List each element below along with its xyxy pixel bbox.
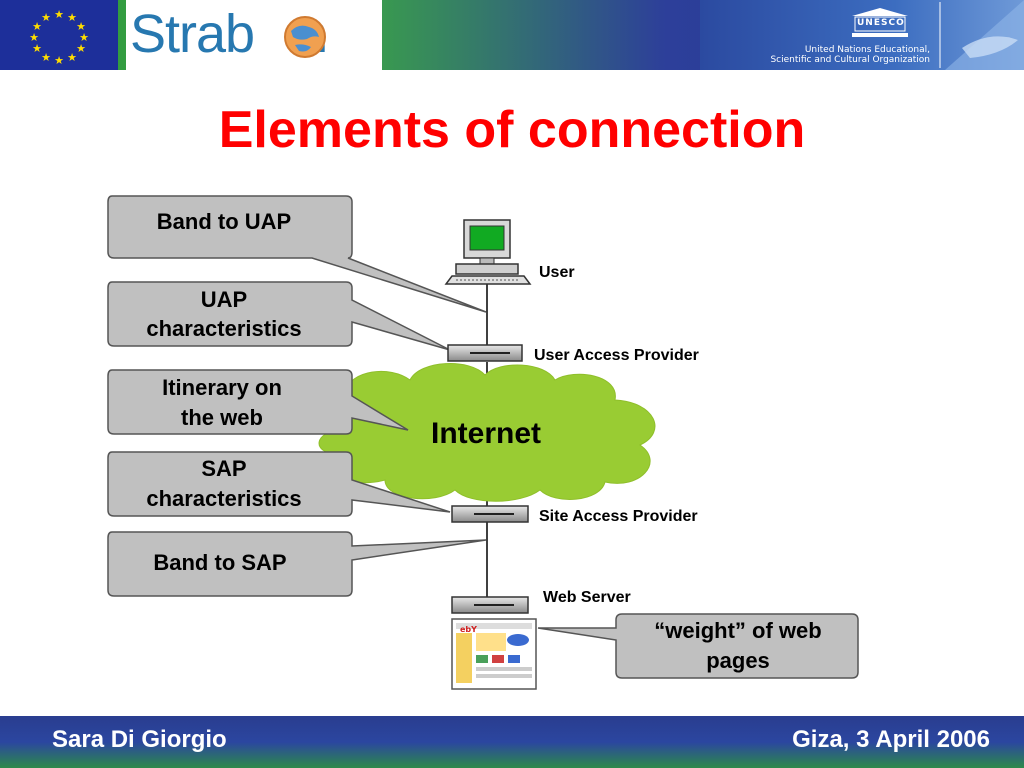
node-label-site-access-provider: Site Access Provider <box>539 508 698 525</box>
svg-text:★: ★ <box>41 51 51 64</box>
svg-text:★: ★ <box>54 54 64 67</box>
unesco-logo: UNESCO United Nations Educational, Scien… <box>700 0 1024 70</box>
unesco-temple-icon <box>852 0 1024 70</box>
svg-text:★: ★ <box>29 31 39 44</box>
svg-text:★: ★ <box>32 42 42 55</box>
callout-text-weight-line1: “weight” of web <box>654 618 821 643</box>
callout-text-itinerary-line2: the web <box>181 405 263 430</box>
web-server-icon <box>451 596 529 614</box>
callout-text-weight-line2: pages <box>706 648 770 673</box>
svg-text:★: ★ <box>76 42 86 55</box>
ebay-logo-text: ebY <box>460 625 477 634</box>
node-label-user-access-provider: User Access Provider <box>534 347 699 364</box>
node-label-user: User <box>539 264 575 281</box>
svg-text:★: ★ <box>76 20 86 33</box>
user-access-provider-server-icon <box>447 344 523 362</box>
callout-text-uap-line1: UAP <box>201 287 247 312</box>
callout-text-sap-line2: characteristics <box>146 486 301 511</box>
svg-text:★: ★ <box>67 11 77 24</box>
callout-text-band-to-uap: Band to UAP <box>157 209 291 234</box>
callout-itinerary <box>107 369 409 435</box>
node-label-internet: Internet <box>431 417 541 450</box>
unesco-caption: United Nations Educational, Scientific a… <box>770 45 930 65</box>
callout-text-band-to-sap: Band to SAP <box>153 550 286 575</box>
node-label-web-server: Web Server <box>543 589 631 606</box>
footer-place-date: Giza, 3 April 2006 <box>792 726 990 753</box>
callout-weight-of-web-pages <box>537 613 859 679</box>
unesco-caption-line2: Scientific and Cultural Organization <box>770 55 930 65</box>
footer-author: Sara Di Giorgio <box>52 726 227 753</box>
svg-text:★: ★ <box>79 31 89 44</box>
svg-text:★: ★ <box>41 11 51 24</box>
callout-sap-characteristics <box>107 451 451 517</box>
internet-cloud <box>318 363 656 502</box>
user-computer-icon <box>444 219 532 285</box>
eu-stars-icon: ★ ★ ★ ★ ★ ★ ★ ★ ★ ★ ★ ★ <box>29 8 89 67</box>
svg-text:★: ★ <box>67 51 77 64</box>
svg-text:★: ★ <box>54 8 64 21</box>
callout-band-to-uap <box>107 195 487 313</box>
page-title: Elements of connection <box>218 101 806 159</box>
svg-text:★: ★ <box>32 20 42 33</box>
web-page-thumbnail: ebY <box>451 618 537 690</box>
connection-diagram: Band to UAP UAP characteristics Itinerar… <box>107 195 859 690</box>
callout-text-sap-line1: SAP <box>201 456 246 481</box>
straben-logo: Strabn <box>126 0 382 70</box>
unesco-caption-line1: United Nations Educational, <box>804 45 930 55</box>
footer-banner: Sara Di Giorgio Giza, 3 April 2006 <box>0 716 1024 768</box>
callout-band-to-sap <box>107 531 487 597</box>
globe-icon <box>284 16 326 58</box>
callout-text-uap-line2: characteristics <box>146 316 301 341</box>
site-access-provider-server-icon <box>451 505 529 523</box>
callout-text-itinerary-line1: Itinerary on <box>162 375 282 400</box>
eu-flag-logo: ★ ★ ★ ★ ★ ★ ★ ★ ★ ★ ★ ★ <box>0 0 118 70</box>
unesco-word: UNESCO <box>857 18 905 28</box>
header-banner: ★ ★ ★ ★ ★ ★ ★ ★ ★ ★ ★ ★ Strabn <box>0 0 1024 70</box>
callout-uap-characteristics <box>107 281 451 351</box>
